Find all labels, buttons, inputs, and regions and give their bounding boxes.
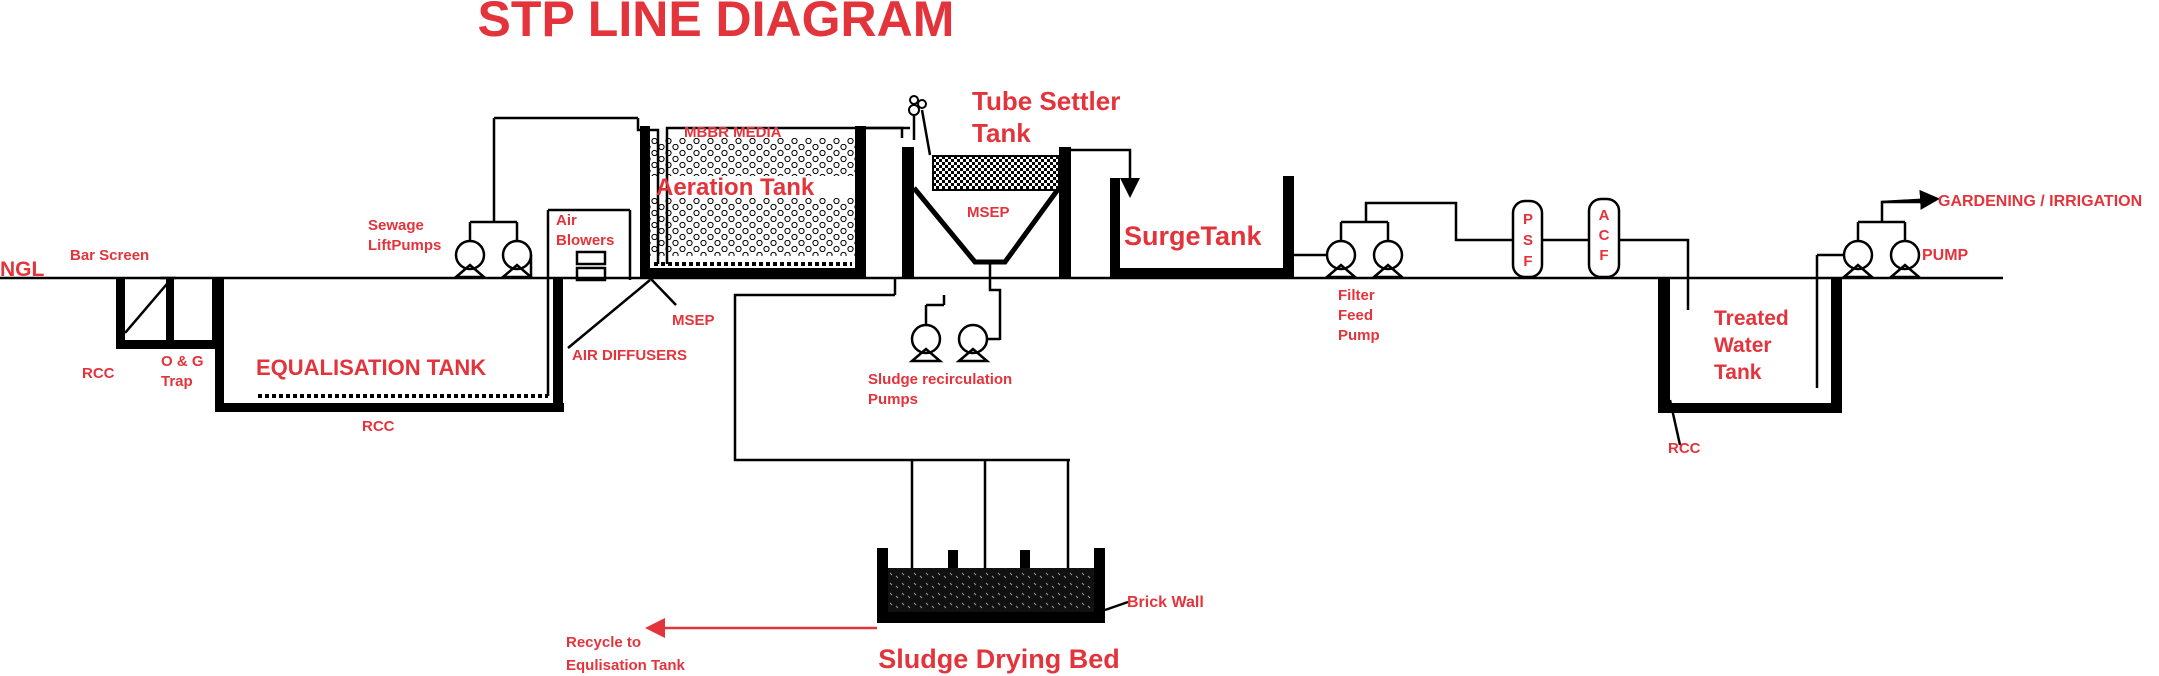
sludge-bed-label: Sludge Drying Bed bbox=[878, 644, 1120, 674]
filter-feed-pump bbox=[1294, 201, 1512, 279]
brick-wall-label: Brick Wall bbox=[1127, 594, 1204, 611]
filter-pump-label-line3: Pump bbox=[1338, 327, 1380, 344]
rcc-label-1: RCC bbox=[82, 365, 115, 382]
activated-carbon-filter bbox=[1587, 197, 1621, 279]
aeration-tank-label: Aeration Tank bbox=[656, 174, 815, 201]
tube-settler-label-line1: Tube Settler bbox=[972, 86, 1120, 116]
recycle-label-line2: Equlisation Tank bbox=[566, 657, 686, 674]
equalisation-tank-label: EQUALISATION TANK bbox=[256, 355, 486, 380]
treated-tank-label-line1: Treated bbox=[1714, 307, 1789, 330]
pump-label: PUMP bbox=[1922, 247, 1969, 264]
rcc-label-3: RCC bbox=[1668, 440, 1701, 457]
air-blowers bbox=[546, 208, 630, 285]
surge-tank-label: SurgeTank bbox=[1124, 221, 1263, 251]
sludge-drying-bed bbox=[877, 460, 1129, 623]
msep-label-1: MSEP bbox=[672, 312, 715, 329]
treated-tank-label-line3: Tank bbox=[1714, 361, 1762, 384]
mbbr-media-label: MBBR MEDIA bbox=[684, 124, 782, 141]
recycle-label-line1: Recycle to bbox=[566, 634, 641, 651]
air-diffusers-pointer bbox=[567, 279, 651, 349]
air-blowers-label-line1: Air bbox=[556, 212, 577, 229]
acf-letter-c: C bbox=[1599, 227, 1610, 244]
rcc-label-2: RCC bbox=[362, 418, 395, 435]
bar-screen-og-trap bbox=[116, 276, 221, 349]
air-diffusers-label: AIR DIFFUSERS bbox=[572, 347, 687, 364]
bar-screen-label: Bar Screen bbox=[70, 247, 149, 264]
diagram-title: STP LINE DIAGRAM bbox=[478, 0, 955, 47]
msep-pointer-1 bbox=[649, 277, 677, 306]
sewage-pumps-label-line1: Sewage bbox=[368, 217, 424, 234]
treated-tank-label-line2: Water bbox=[1714, 334, 1772, 357]
sludge-recirculation-pumps bbox=[733, 278, 1070, 462]
treated-water-tank bbox=[1658, 255, 1842, 446]
sewage-pumps-label-line2: LiftPumps bbox=[368, 237, 441, 254]
og-trap-label-line2: Trap bbox=[161, 373, 193, 390]
psf-letter-s: S bbox=[1523, 232, 1533, 249]
msep-label-2: MSEP bbox=[967, 204, 1010, 221]
sludge-pumps-label-line2: Pumps bbox=[868, 391, 918, 408]
filter-pump-label-line2: Feed bbox=[1338, 307, 1373, 324]
equalisation-tank bbox=[215, 278, 564, 412]
acf-letter-a: A bbox=[1599, 207, 1610, 224]
psf-letter-f: F bbox=[1523, 253, 1532, 270]
psf-letter-p: P bbox=[1523, 211, 1533, 228]
acf-outlet-pipe bbox=[1619, 238, 1690, 310]
og-trap-label-line1: O & G bbox=[161, 353, 204, 370]
aeration-tank bbox=[628, 118, 910, 280]
tube-settler-label-line2: Tank bbox=[972, 118, 1031, 148]
air-blowers-label-line2: Blowers bbox=[556, 232, 614, 249]
irrigation-pump bbox=[1817, 189, 1940, 279]
ngl-label: NGL bbox=[0, 258, 45, 281]
surge-tank bbox=[1110, 176, 1294, 278]
sewage-lift-pumps bbox=[452, 116, 638, 279]
tube-settler-tank bbox=[902, 95, 1140, 340]
gardening-label: GARDENING / IRRIGATION bbox=[1938, 193, 2142, 210]
acf-letter-f: F bbox=[1599, 247, 1608, 264]
sludge-pumps-label-line1: Sludge recirculation bbox=[868, 371, 1012, 388]
filter-pump-label-line1: Filter bbox=[1338, 287, 1375, 304]
